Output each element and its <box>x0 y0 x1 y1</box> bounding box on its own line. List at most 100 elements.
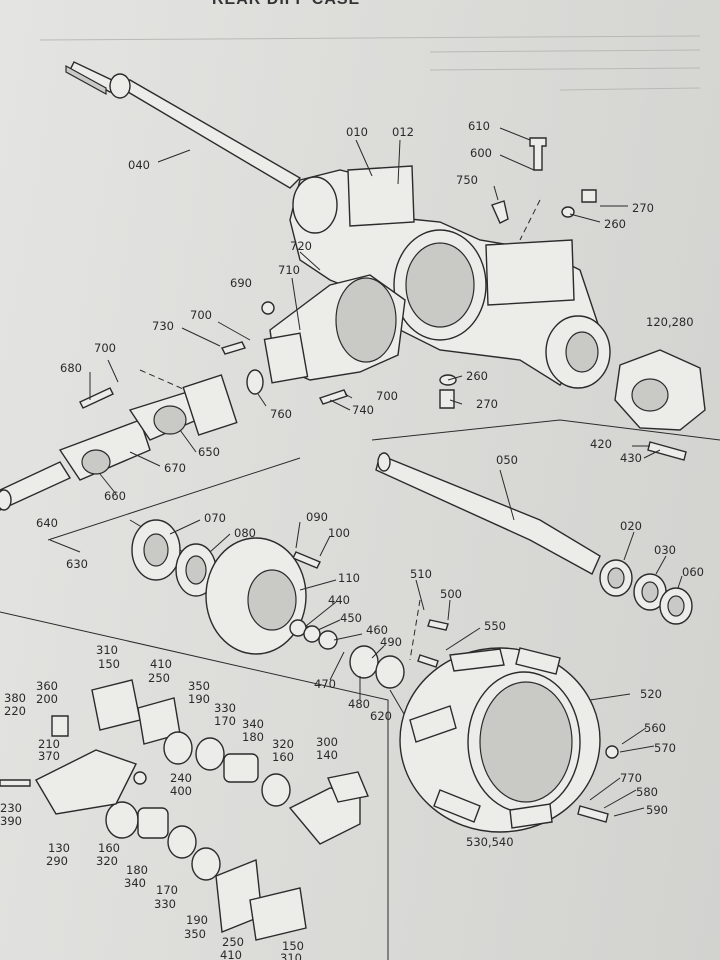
part-label: 760 <box>270 407 292 421</box>
part-label: 660 <box>104 489 126 503</box>
part-label: 510 <box>410 567 432 581</box>
part-label: 090 <box>306 510 328 524</box>
part-label: 070 <box>204 511 226 525</box>
part-label: 170 <box>156 883 178 897</box>
part-label: 190 <box>188 692 210 706</box>
part-label: 120,280 <box>646 315 694 329</box>
part-label: 350 <box>188 679 210 693</box>
part-label: 230 <box>0 801 22 815</box>
rear-diff-housing <box>289 165 611 389</box>
part-label: 300 <box>316 735 338 749</box>
part-label: 690 <box>230 276 252 290</box>
part-label: 560 <box>644 721 666 735</box>
part-label: 530,540 <box>466 835 514 849</box>
part-label: 180 <box>126 863 148 877</box>
part-label: 370 <box>38 749 60 763</box>
page-header: REAR DIFF CASE <box>0 0 720 24</box>
drive-shaft-640 <box>0 374 238 511</box>
part-label: 150 <box>98 657 120 671</box>
part-label: 260 <box>466 369 488 383</box>
part-label: 160 <box>98 841 120 855</box>
part-label: 360 <box>36 679 58 693</box>
part-label: 740 <box>352 403 374 417</box>
part-label: 450 <box>340 611 362 625</box>
bleed-through <box>39 35 701 91</box>
part-label: 012 <box>392 125 414 139</box>
part-label: 700 <box>94 341 116 355</box>
part-label: 260 <box>604 217 626 231</box>
brake-assembly-parts <box>0 679 369 941</box>
part-label: 500 <box>440 587 462 601</box>
part-label: 100 <box>328 526 350 540</box>
part-label: 550 <box>484 619 506 633</box>
part-label: 160 <box>272 750 294 764</box>
part-label: 270 <box>632 201 654 215</box>
part-number-labels: 010 012 610 600 750 270 260 040 720 690 … <box>0 119 704 960</box>
part-label: 310 <box>96 643 118 657</box>
part-label: 750 <box>456 173 478 187</box>
part-label: 440 <box>328 593 350 607</box>
part-label: 490 <box>380 635 402 649</box>
axle-shaft-040 <box>65 61 302 189</box>
part-label: 340 <box>242 717 264 731</box>
part-label: 320 <box>272 737 294 751</box>
part-label: 390 <box>0 814 22 828</box>
tractor-tire-520 <box>399 647 601 833</box>
part-label: 180 <box>242 730 264 744</box>
part-label: 080 <box>234 526 256 540</box>
part-label: 570 <box>654 741 676 755</box>
part-label: 040 <box>128 158 150 172</box>
part-label: 700 <box>190 308 212 322</box>
part-label: 310 <box>280 951 302 960</box>
part-label: 220 <box>4 704 26 718</box>
part-label: 420 <box>590 437 612 451</box>
part-label: 130 <box>48 841 70 855</box>
axle-shaft-050 <box>375 452 693 625</box>
part-label: 250 <box>148 671 170 685</box>
part-label: 630 <box>66 557 88 571</box>
part-label: 140 <box>316 748 338 762</box>
part-label: 290 <box>46 854 68 868</box>
part-label: 590 <box>646 803 668 817</box>
page-title: REAR DIFF CASE <box>212 0 360 9</box>
part-label: 720 <box>290 239 312 253</box>
part-label: 650 <box>198 445 220 459</box>
part-label: 020 <box>620 519 642 533</box>
part-label: 110 <box>338 571 360 585</box>
part-label: 190 <box>186 913 208 927</box>
part-label: 710 <box>278 263 300 277</box>
pinion-housing-710 <box>263 274 406 384</box>
part-label: 060 <box>682 565 704 579</box>
part-label: 600 <box>470 146 492 160</box>
part-label: 330 <box>214 701 236 715</box>
part-label: 480 <box>348 697 370 711</box>
part-label: 670 <box>164 461 186 475</box>
part-label: 150 <box>282 939 304 953</box>
part-label: 700 <box>376 389 398 403</box>
part-label: 410 <box>220 948 242 960</box>
part-label: 050 <box>496 453 518 467</box>
part-label: 170 <box>214 714 236 728</box>
part-label: 340 <box>124 876 146 890</box>
part-label: 010 <box>346 125 368 139</box>
part-label: 200 <box>36 692 58 706</box>
part-label: 250 <box>222 935 244 949</box>
leader-lines <box>89 127 683 817</box>
wheel-hub-110 <box>131 519 405 689</box>
part-label: 380 <box>4 691 26 705</box>
brake-caliper-120 <box>614 349 706 431</box>
part-label: 680 <box>60 361 82 375</box>
part-label: 350 <box>184 927 206 941</box>
part-label: 730 <box>152 319 174 333</box>
part-label: 430 <box>620 451 642 465</box>
part-label: 270 <box>476 397 498 411</box>
part-label: 770 <box>620 771 642 785</box>
part-label: 460 <box>366 623 388 637</box>
part-label: 580 <box>636 785 658 799</box>
part-label: 620 <box>370 709 392 723</box>
part-label: 640 <box>36 516 58 530</box>
part-label: 330 <box>154 897 176 911</box>
part-label: 030 <box>654 543 676 557</box>
